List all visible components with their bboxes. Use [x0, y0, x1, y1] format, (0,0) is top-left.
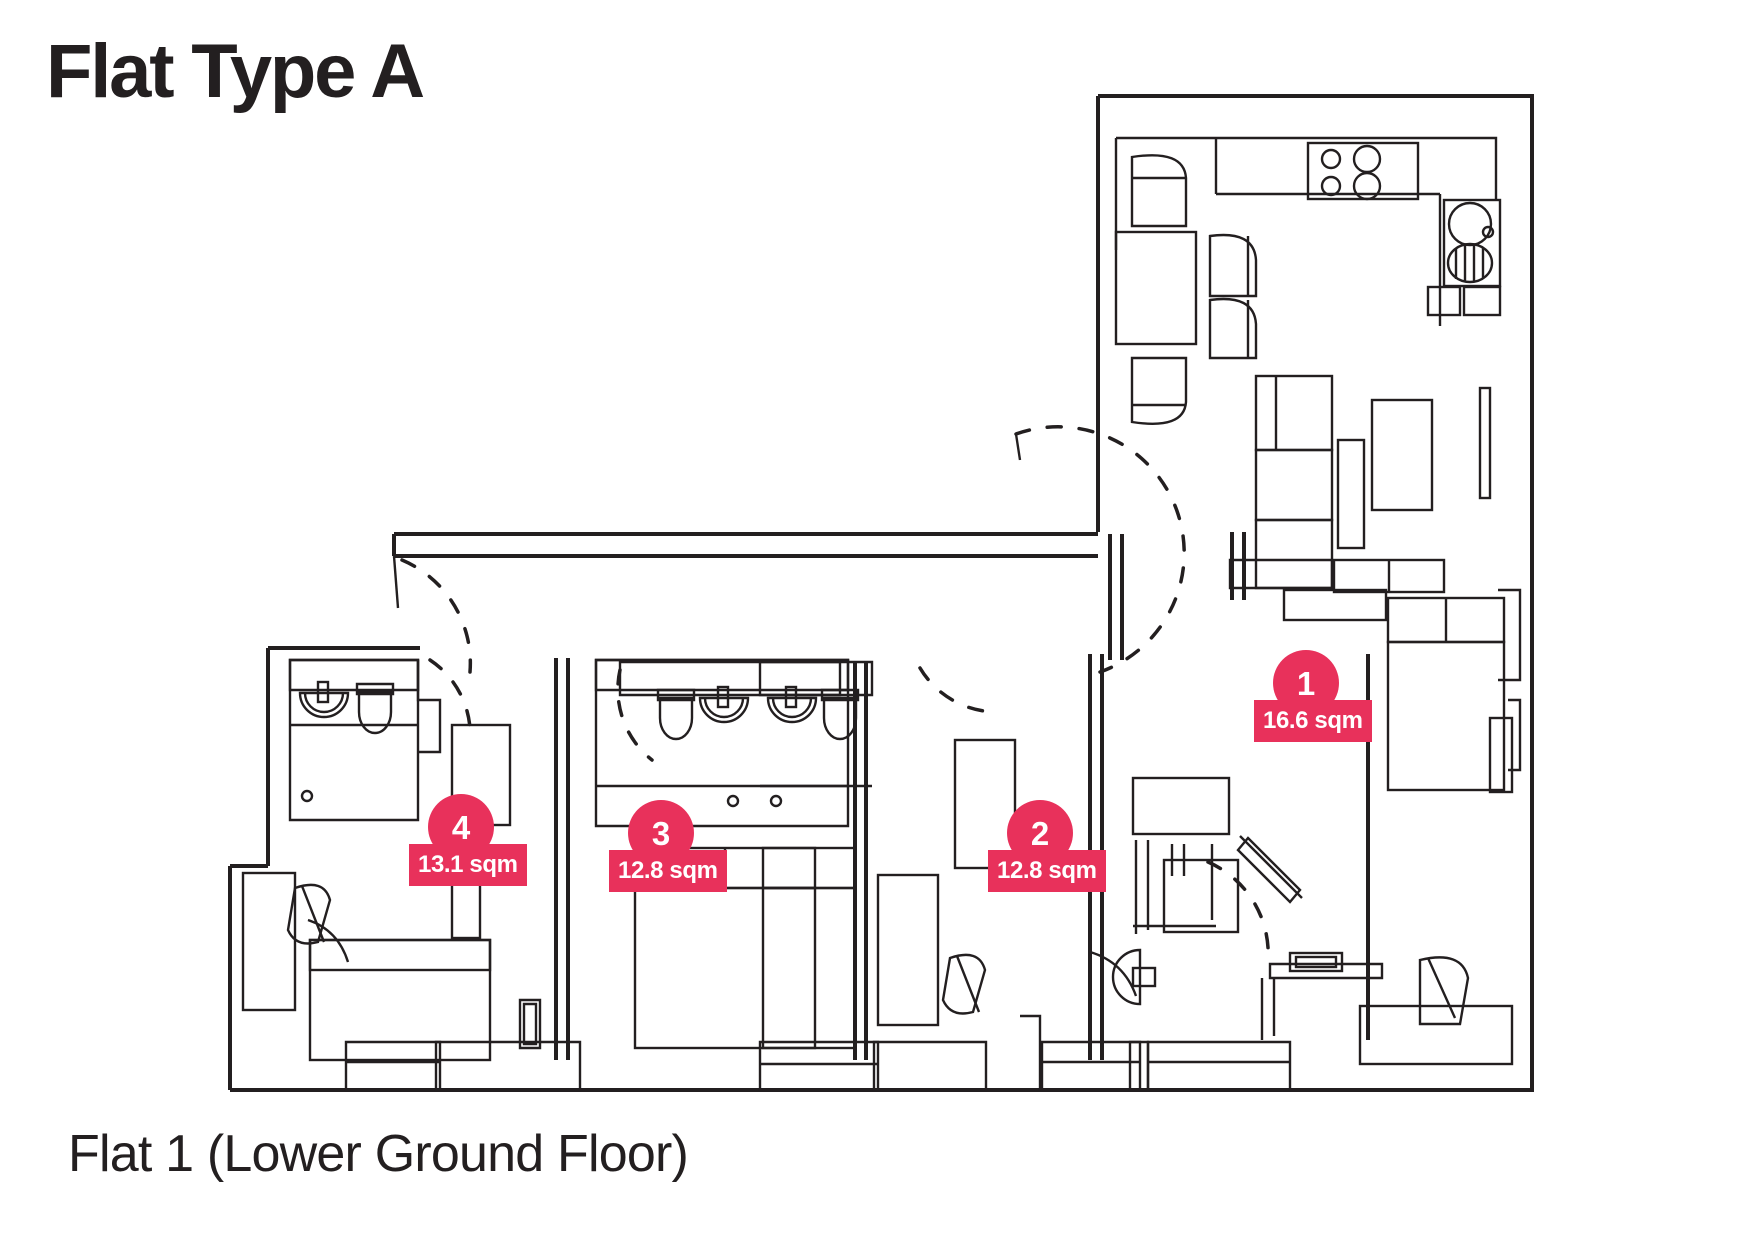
floor-caption: Flat 1 (Lower Ground Floor)	[68, 1125, 689, 1183]
shared-bathroom	[1111, 776, 1514, 1066]
misc-detail	[518, 588, 1522, 1090]
page-title: Flat Type A	[46, 29, 425, 114]
room-marker-1-area: 16.6 sqm	[1254, 700, 1372, 742]
partition-walls	[554, 532, 1370, 1060]
kitchen-living	[1114, 136, 1502, 594]
room-marker-4-area: 13.1 sqm	[409, 844, 527, 886]
bedroom-2	[758, 660, 1017, 1050]
bedroom-4	[241, 658, 512, 1062]
windows-bottom	[344, 1040, 1292, 1092]
door-leaves	[307, 433, 1138, 997]
bedroom-1	[1282, 588, 1514, 794]
door-swing-arcs	[400, 425, 1270, 962]
room-marker-3-area: 12.8 sqm	[609, 850, 727, 892]
room-marker-2-area: 12.8 sqm	[988, 850, 1106, 892]
